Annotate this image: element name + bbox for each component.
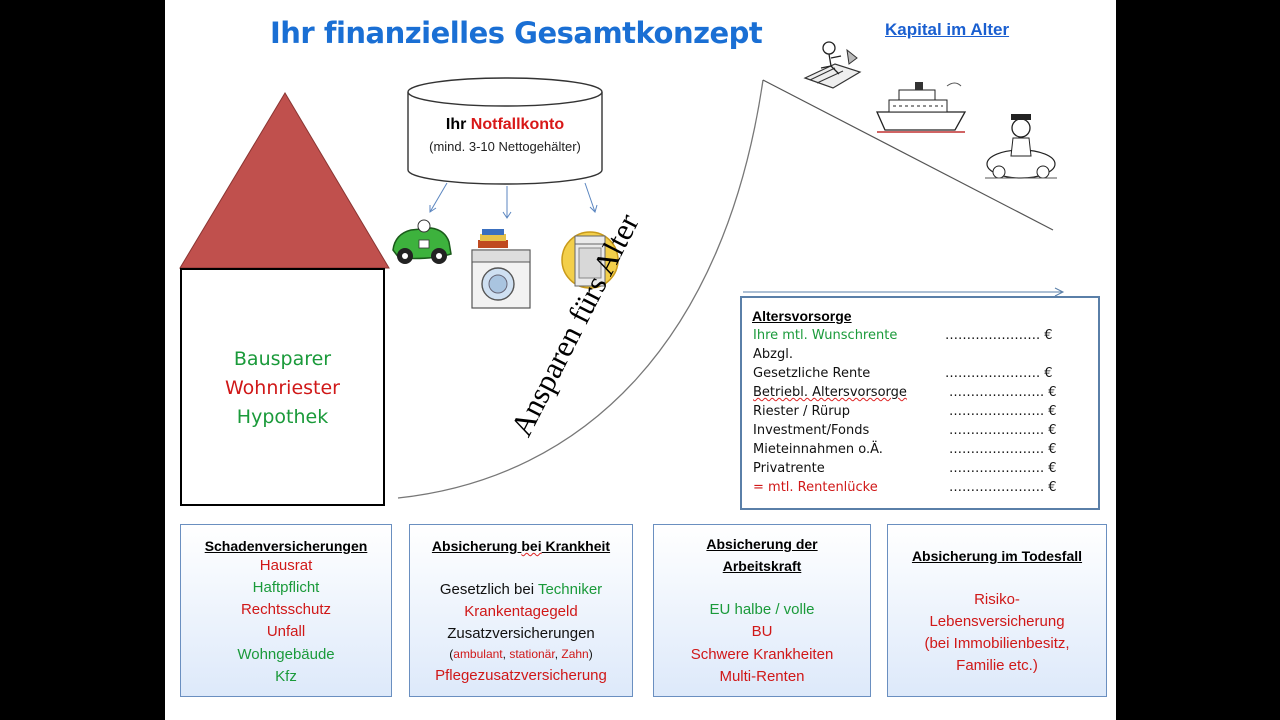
av-label: Mieteinnahmen o.Ä. xyxy=(753,442,883,457)
tank-title-prefix: Ihr xyxy=(445,116,471,133)
green-car-icon xyxy=(392,219,452,264)
card-item-part: , xyxy=(502,647,510,661)
altersvorsorge-box xyxy=(740,296,1100,510)
av-row: Abzgl. xyxy=(753,347,1093,366)
card-item: Gesetzlich bei Techniker xyxy=(410,579,632,601)
house-body xyxy=(180,268,385,506)
card-item: Kfz xyxy=(275,668,297,685)
card-item: Unfall xyxy=(266,623,306,640)
av-value: …………………. € xyxy=(949,404,1057,419)
av-label: Investment/Fonds xyxy=(753,423,870,438)
av-row: Gesetzliche Rente …………………. € xyxy=(753,366,1093,385)
card-title-part: Krankheit xyxy=(541,538,611,554)
card-item: Lebensversicherung xyxy=(929,613,1065,630)
card-item: Schwere Krankheiten xyxy=(690,646,834,663)
card-title: Arbeitskraft xyxy=(722,558,802,574)
card-item-part: ( xyxy=(449,647,454,661)
av-value: …………………. € xyxy=(945,366,1053,381)
house-line-hypothek: Hypothek xyxy=(236,406,329,428)
card-item-part: , xyxy=(554,647,562,661)
card-title-part: bei xyxy=(521,538,542,554)
av-label: Ihre mtl. Wunschrente xyxy=(753,328,898,343)
av-label: Gesetzliche Rente xyxy=(753,366,871,381)
card-item-part: stationär xyxy=(509,647,555,661)
card-title: Schadenversicherungen xyxy=(204,538,368,554)
av-value: …………………. € xyxy=(949,442,1057,457)
card-item-part: Zahn xyxy=(561,647,589,661)
card-item-part: ambulant xyxy=(453,647,503,661)
card-title: Absicherung bei Krankheit xyxy=(410,535,632,557)
av-value: …………………. € xyxy=(949,385,1057,400)
av-label: = mtl. Rentenlücke xyxy=(753,480,878,495)
av-value: …………………. € xyxy=(949,423,1057,438)
washing-machine-icon xyxy=(471,229,531,309)
card-item-part: ) xyxy=(588,647,593,661)
card-title: Absicherung im Todesfall xyxy=(911,548,1083,564)
card-title-part: Absicherung xyxy=(431,538,522,554)
card-item: Risiko- xyxy=(974,591,1020,608)
emergency-fund-tank xyxy=(407,77,603,185)
cruise-ship-icon xyxy=(875,82,967,133)
av-row: Riester / Rürup …………………. € xyxy=(753,404,1093,423)
av-value: …………………. € xyxy=(949,480,1057,495)
card-krankheit: Absicherung bei Krankheit Gesetzlich bei… xyxy=(409,524,633,697)
card-item: Hausrat xyxy=(259,557,313,574)
av-label: Riester / Rürup xyxy=(753,404,851,419)
card-item: Rechtsschutz xyxy=(240,601,332,618)
diagram-graphics xyxy=(179,41,1065,499)
card-item: Krankentagegeld xyxy=(464,603,578,620)
av-row: Ihre mtl. Wunschrente …………………. € xyxy=(753,328,1093,347)
altersvorsorge-title: Altersvorsorge xyxy=(752,308,852,324)
card-arbeitskraft: Absicherung der Arbeitskraft EU halbe / … xyxy=(653,524,871,697)
card-item: Haftpflicht xyxy=(252,579,320,596)
slide: Ihr finanzielles Gesamtkonzept Kapital i… xyxy=(165,0,1116,720)
av-label: Abzgl. xyxy=(753,347,793,362)
house-line-bausparer: Bausparer xyxy=(233,348,332,370)
card-item-part: Gesetzlich bei xyxy=(439,581,538,598)
av-label: Betriebl. Altersvorsorge xyxy=(753,385,907,400)
tank-subtitle: (mind. 3-10 Nettogehälter) xyxy=(429,139,581,154)
dishwasher-icon xyxy=(561,231,619,289)
card-item-part: Techniker xyxy=(537,581,603,598)
card-item: Zusatzversicherungen xyxy=(447,625,595,642)
card-schadenversicherungen: Schadenversicherungen Hausrat Haftpflich… xyxy=(180,524,392,697)
card-item: (bei Immobilienbesitz, xyxy=(924,635,1070,652)
card-item: EU halbe / volle xyxy=(709,601,815,618)
av-label: Privatrente xyxy=(753,461,825,476)
card-item: Wohngebäude xyxy=(237,646,335,663)
card-item: Familie etc.) xyxy=(956,657,1038,674)
av-row: Investment/Fonds …………………. € xyxy=(753,423,1093,442)
tank-title: Ihr Notfallkonto xyxy=(405,116,605,134)
capital-decline-line xyxy=(762,79,1054,231)
av-value: …………………. € xyxy=(949,461,1057,476)
card-title: Absicherung der xyxy=(706,536,818,552)
kapital-im-alter-label: Kapital im Alter xyxy=(885,20,1010,39)
page-title: Ihr finanzielles Gesamtkonzept xyxy=(270,16,763,50)
av-row: Betriebl. Altersvorsorge …………………. € xyxy=(753,385,1093,404)
house-line-wohnriester: Wohnriester xyxy=(224,377,340,399)
tank-title-highlight: Notfallkonto xyxy=(470,116,565,133)
av-row: Privatrente …………………. € xyxy=(753,461,1093,480)
av-value: …………………. € xyxy=(945,328,1053,343)
card-item: BU xyxy=(751,623,773,640)
house-roof xyxy=(179,92,390,269)
card-item: (ambulant, stationär, Zahn) xyxy=(410,643,632,665)
card-item: Pflegezusatzversicherung xyxy=(435,667,607,684)
av-row: = mtl. Rentenlücke …………………. € xyxy=(753,480,1093,499)
card-todesfall: Absicherung im Todesfall Risiko- Lebensv… xyxy=(887,524,1107,697)
person-on-money-icon xyxy=(803,41,862,89)
savings-curve xyxy=(397,79,764,499)
card-item: Multi-Renten xyxy=(719,668,805,685)
person-in-car-icon xyxy=(985,114,1057,179)
av-row: Mieteinnahmen o.Ä. …………………. € xyxy=(753,442,1093,461)
